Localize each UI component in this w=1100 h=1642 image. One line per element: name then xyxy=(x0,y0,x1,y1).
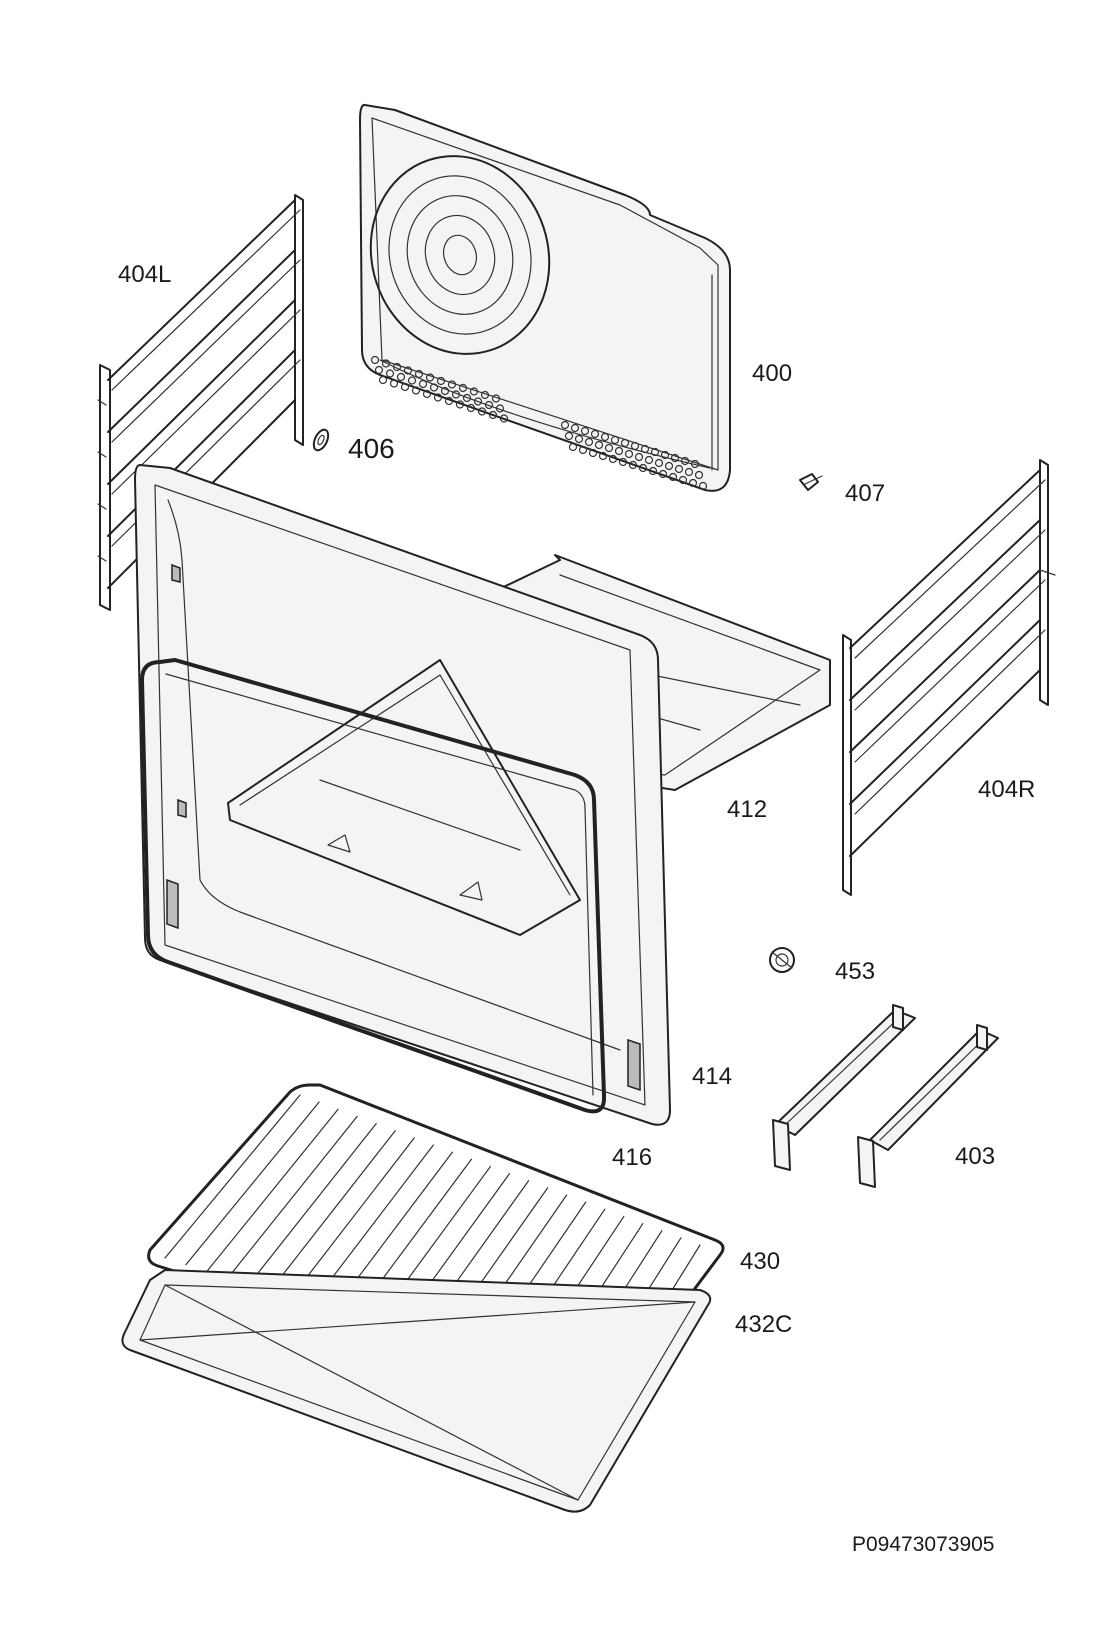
label-430: 430 xyxy=(740,1248,781,1275)
label-432C: 432C xyxy=(735,1311,793,1338)
label-404R: 404R xyxy=(978,776,1036,803)
label-414: 414 xyxy=(692,1063,733,1090)
label-404L: 404L xyxy=(118,261,172,288)
drawing-code: P09473073905 xyxy=(852,1533,995,1556)
label-406: 406 xyxy=(348,433,395,464)
part-404R-right-rack xyxy=(842,459,1056,896)
label-403: 403 xyxy=(955,1143,996,1170)
label-412: 412 xyxy=(727,796,768,823)
label-416: 416 xyxy=(612,1144,653,1171)
part-407-bracket xyxy=(799,473,823,491)
part-453-fitting xyxy=(769,947,795,973)
label-453: 453 xyxy=(835,958,876,985)
part-406-clip xyxy=(312,428,330,452)
part-432C-baking-tray xyxy=(121,1269,712,1513)
label-400: 400 xyxy=(752,360,793,387)
inner-tray xyxy=(227,659,581,936)
part-400-back-panel xyxy=(359,103,731,492)
part-403-telescopic-runners xyxy=(772,1004,999,1188)
part-416-door-seal xyxy=(140,658,607,1114)
label-407: 407 xyxy=(845,480,886,507)
